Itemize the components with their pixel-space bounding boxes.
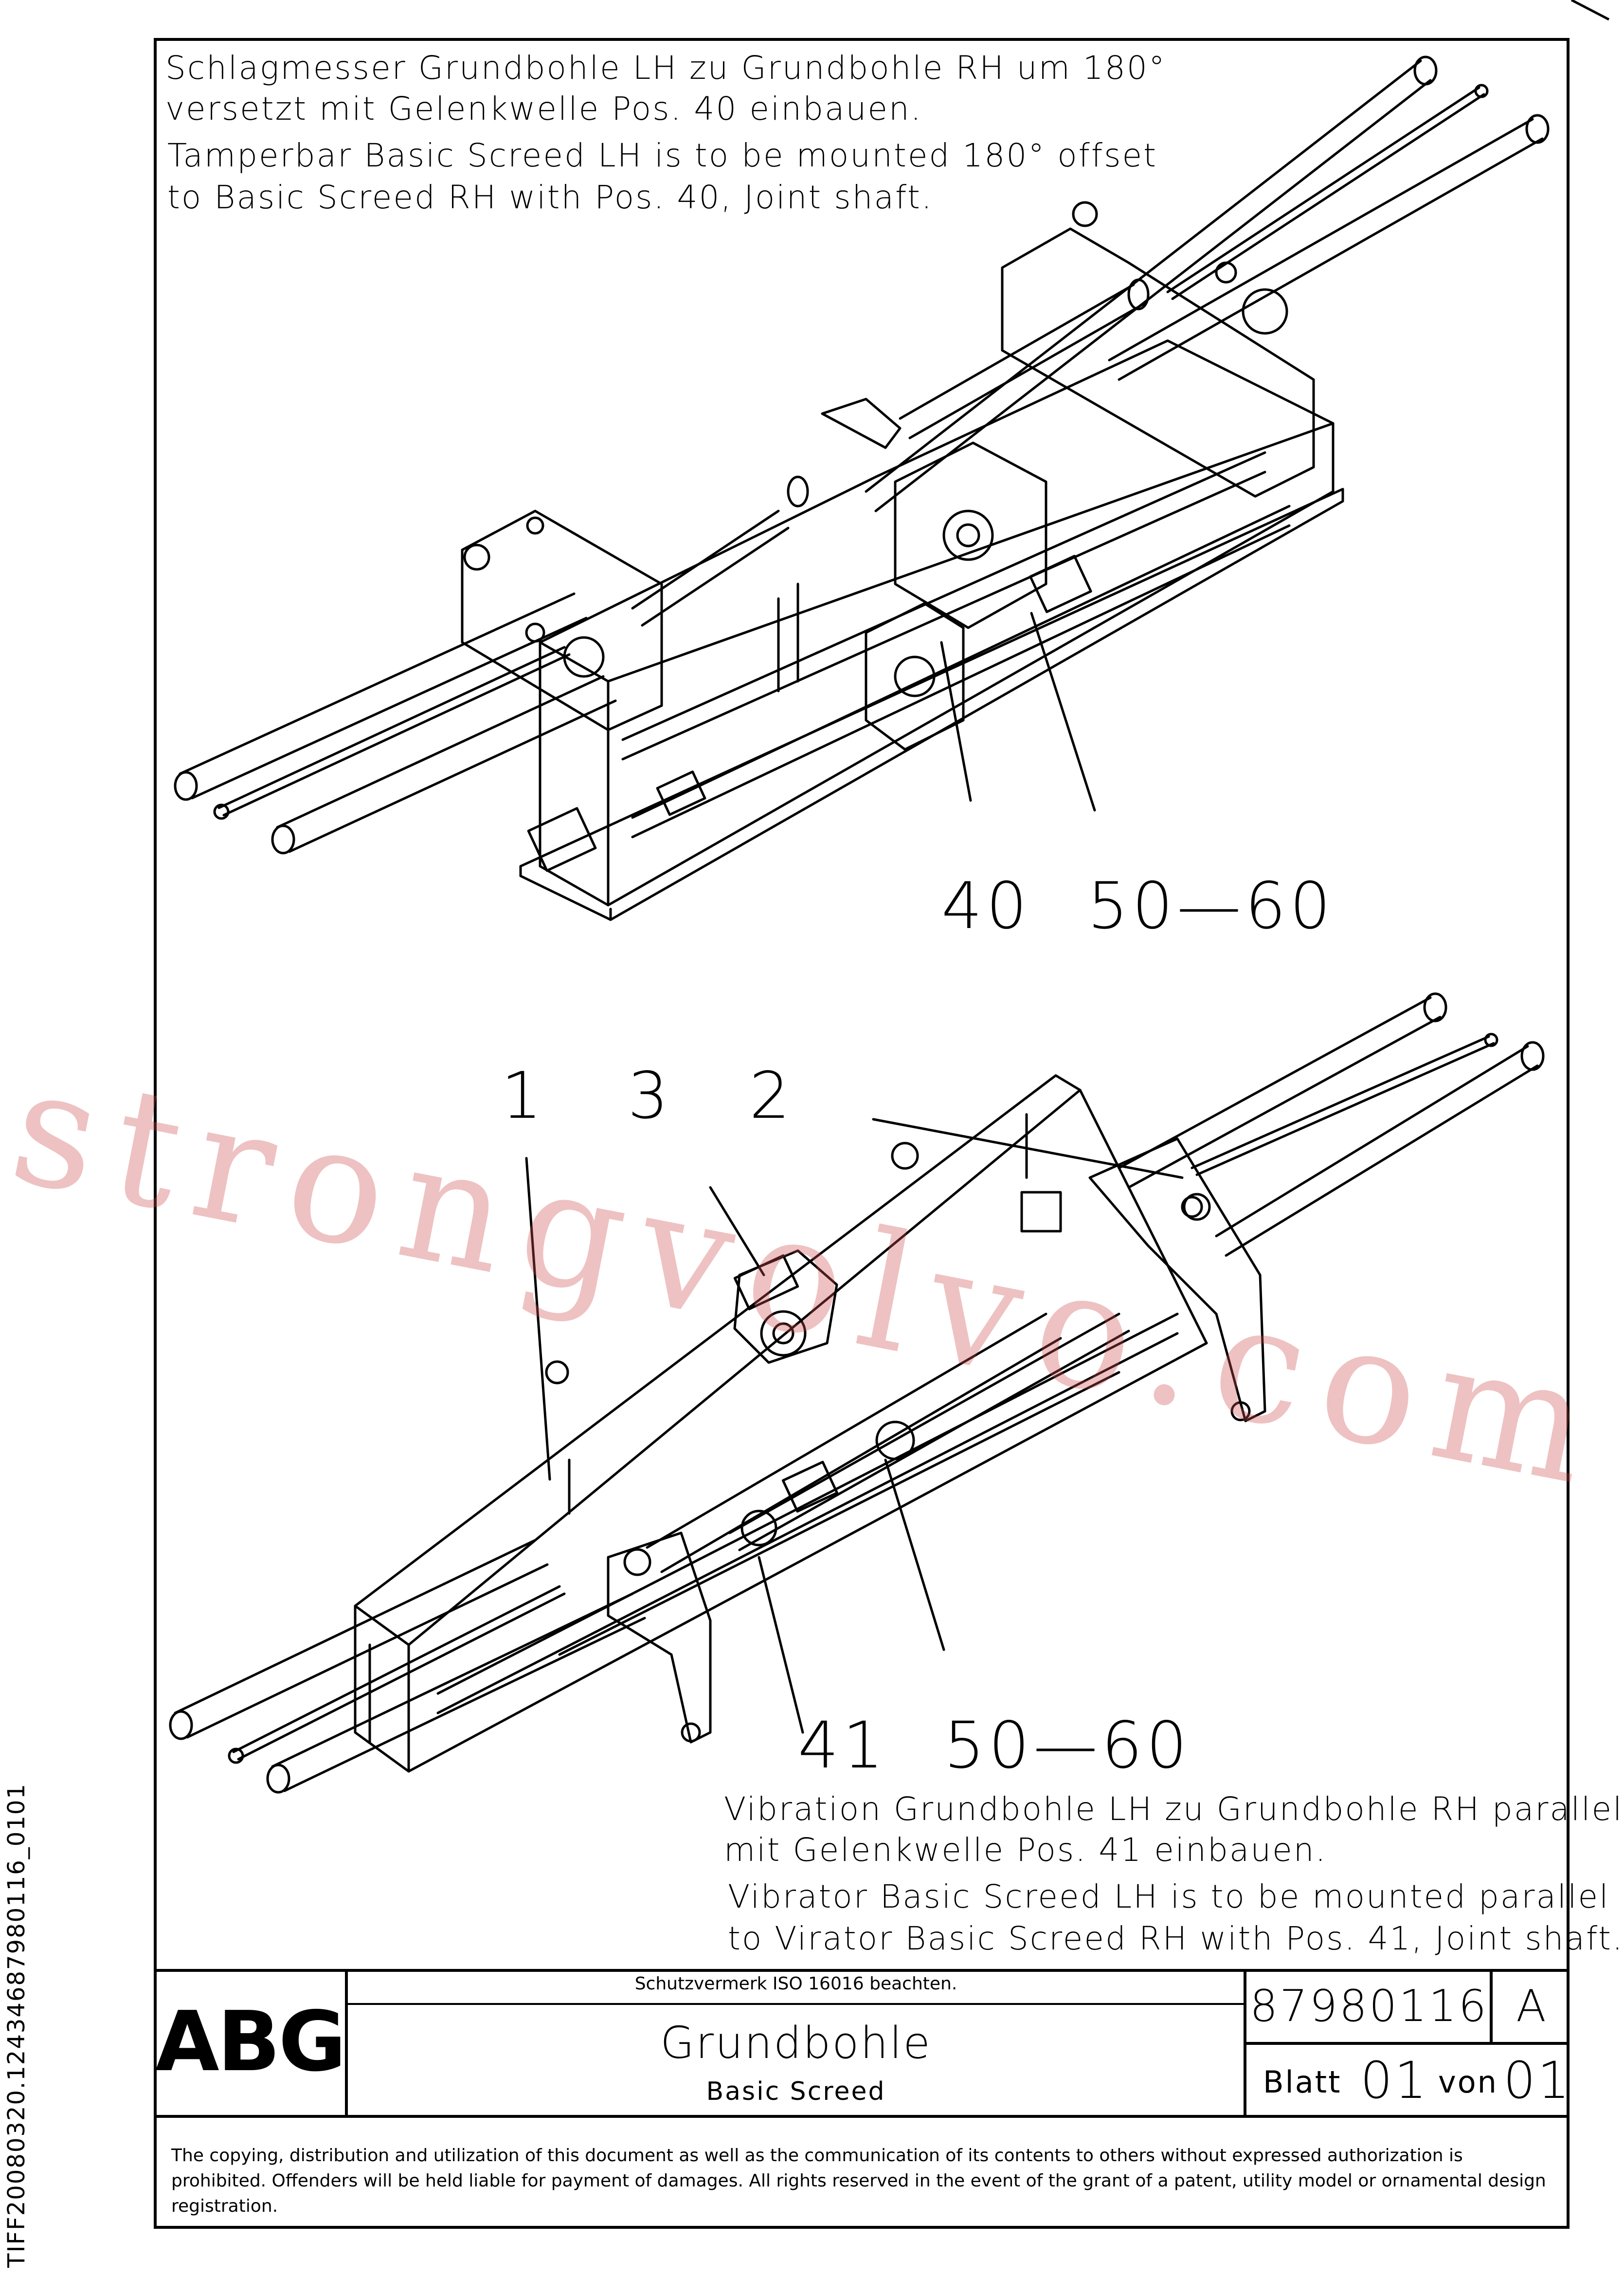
note-bottom-de-line2: mit Gelenkwelle Pos. 41 einbauen. [724, 1831, 1327, 1869]
revision-letter: A [1516, 1981, 1546, 2032]
note-bottom-en-line2: to Virator Basic Screed RH with Pos. 41,… [728, 1920, 1624, 1957]
callout-50-60-bottom: 50—60 [944, 1708, 1191, 1783]
drawing-frame [154, 38, 1570, 2229]
callout-40: 40 [941, 869, 1031, 944]
leader-41 [758, 1556, 804, 1734]
note-bottom-en-line1: Vibrator Basic Screed LH is to be mounte… [728, 1878, 1610, 1915]
protection-note: Schutzvermerk ISO 16016 beachten. [634, 1974, 957, 1994]
sheet-number: 01 [1360, 2051, 1429, 2110]
leader-40 [940, 641, 972, 802]
callout-2: 2 [749, 1058, 794, 1133]
side-file-id: TIFF20080320.12434687980116_0101 [3, 1783, 30, 2268]
abg-logo: ABG [155, 1994, 346, 2090]
note-bottom-de-line1: Vibration Grundbohle LH zu Grundbohle RH… [724, 1790, 1624, 1828]
leader-1 [525, 1157, 551, 1481]
note-top-de-line1: Schlagmesser Grundbohle LH zu Grundbohle… [165, 49, 1166, 87]
top-screed-assembly [174, 55, 1550, 921]
callout-50-60-top: 50—60 [1087, 869, 1335, 944]
sheet-label: Blatt [1263, 2064, 1342, 2100]
leader-3 [709, 1186, 765, 1276]
note-top-en-line2: to Basic Screed RH with Pos. 40, Joint s… [167, 179, 933, 216]
title-english: Basic Screed [706, 2077, 886, 2106]
leader-50-60-bottom [884, 1458, 945, 1651]
corner-mark [1570, 0, 1610, 21]
document-number: 87980116 [1249, 1981, 1489, 2032]
leader-2 [872, 1118, 1184, 1179]
title-german: Grundbohle [660, 2018, 932, 2069]
bottom-screed-assembly [169, 992, 1545, 1794]
callout-3: 3 [628, 1058, 672, 1133]
of-label: von [1438, 2064, 1498, 2100]
copyright-notice: The copying, distribution and utilizatio… [171, 2146, 1546, 2216]
note-top-en-line1: Tamperbar Basic Screed LH is to be mount… [167, 137, 1157, 174]
callout-41: 41 [798, 1708, 887, 1783]
note-top-de-line2: versetzt mit Gelenkwelle Pos. 40 einbaue… [165, 90, 922, 127]
leader-50-60 [1030, 612, 1096, 812]
callout-1: 1 [501, 1058, 546, 1133]
title-block: ABG Schutzvermerk ISO 16016 beachten. Gr… [154, 1969, 1570, 2229]
sheet-total: 01 [1503, 2051, 1572, 2110]
